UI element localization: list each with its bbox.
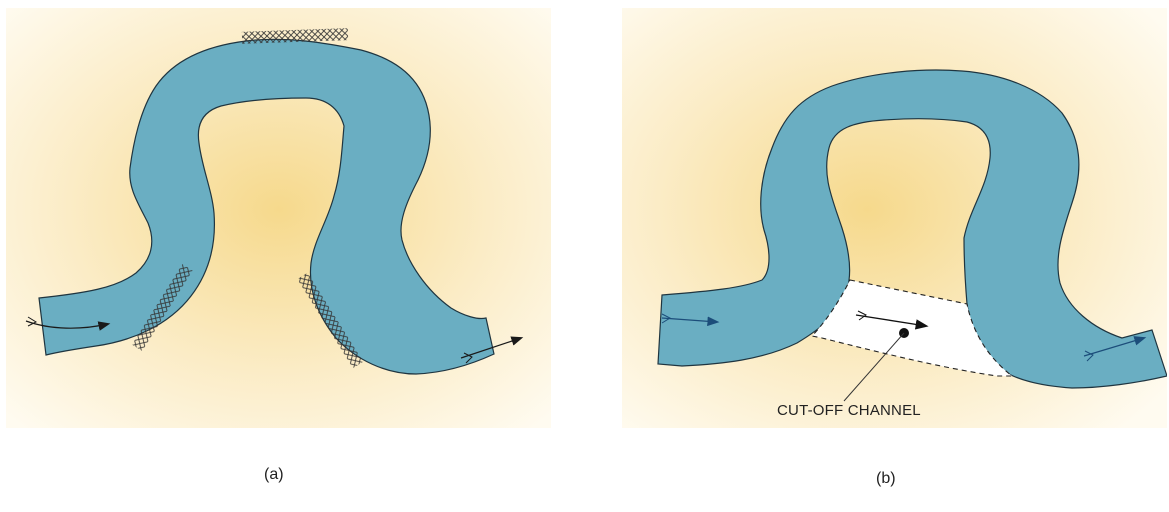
caption-a: (a) [264,466,284,484]
panel-a-meander-diagram [6,8,551,428]
panel-b-meander-diagram: CUT-OFF CHANNEL [622,8,1167,428]
caption-b: (b) [876,470,896,488]
panel-b-svg [622,8,1167,428]
cutoff-channel-label: CUT-OFF CHANNEL [777,402,921,419]
panel-a-svg [6,8,551,428]
